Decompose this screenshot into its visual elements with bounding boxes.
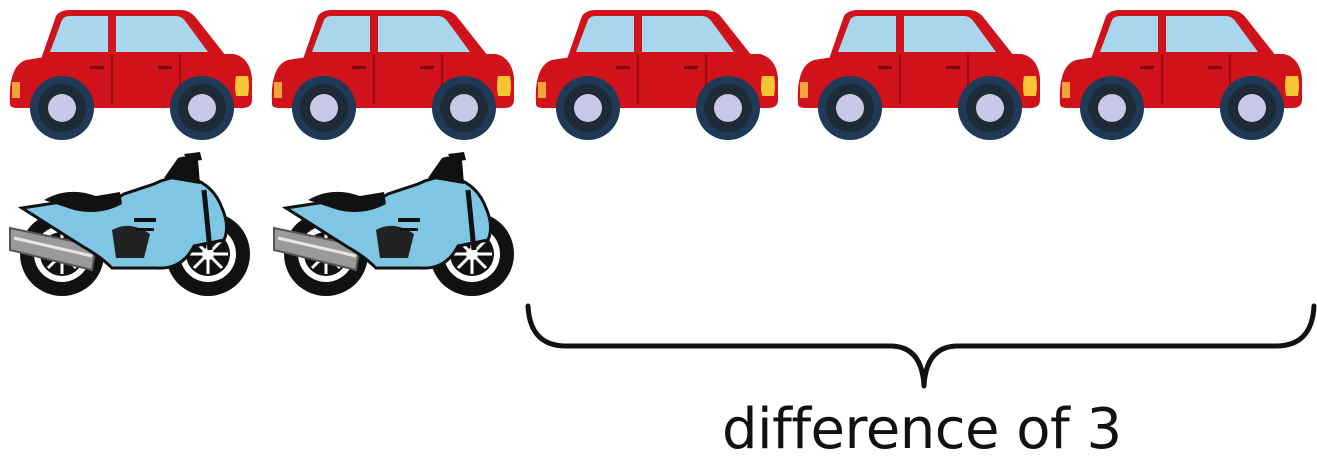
difference-label: difference of 3 — [722, 397, 1122, 462]
